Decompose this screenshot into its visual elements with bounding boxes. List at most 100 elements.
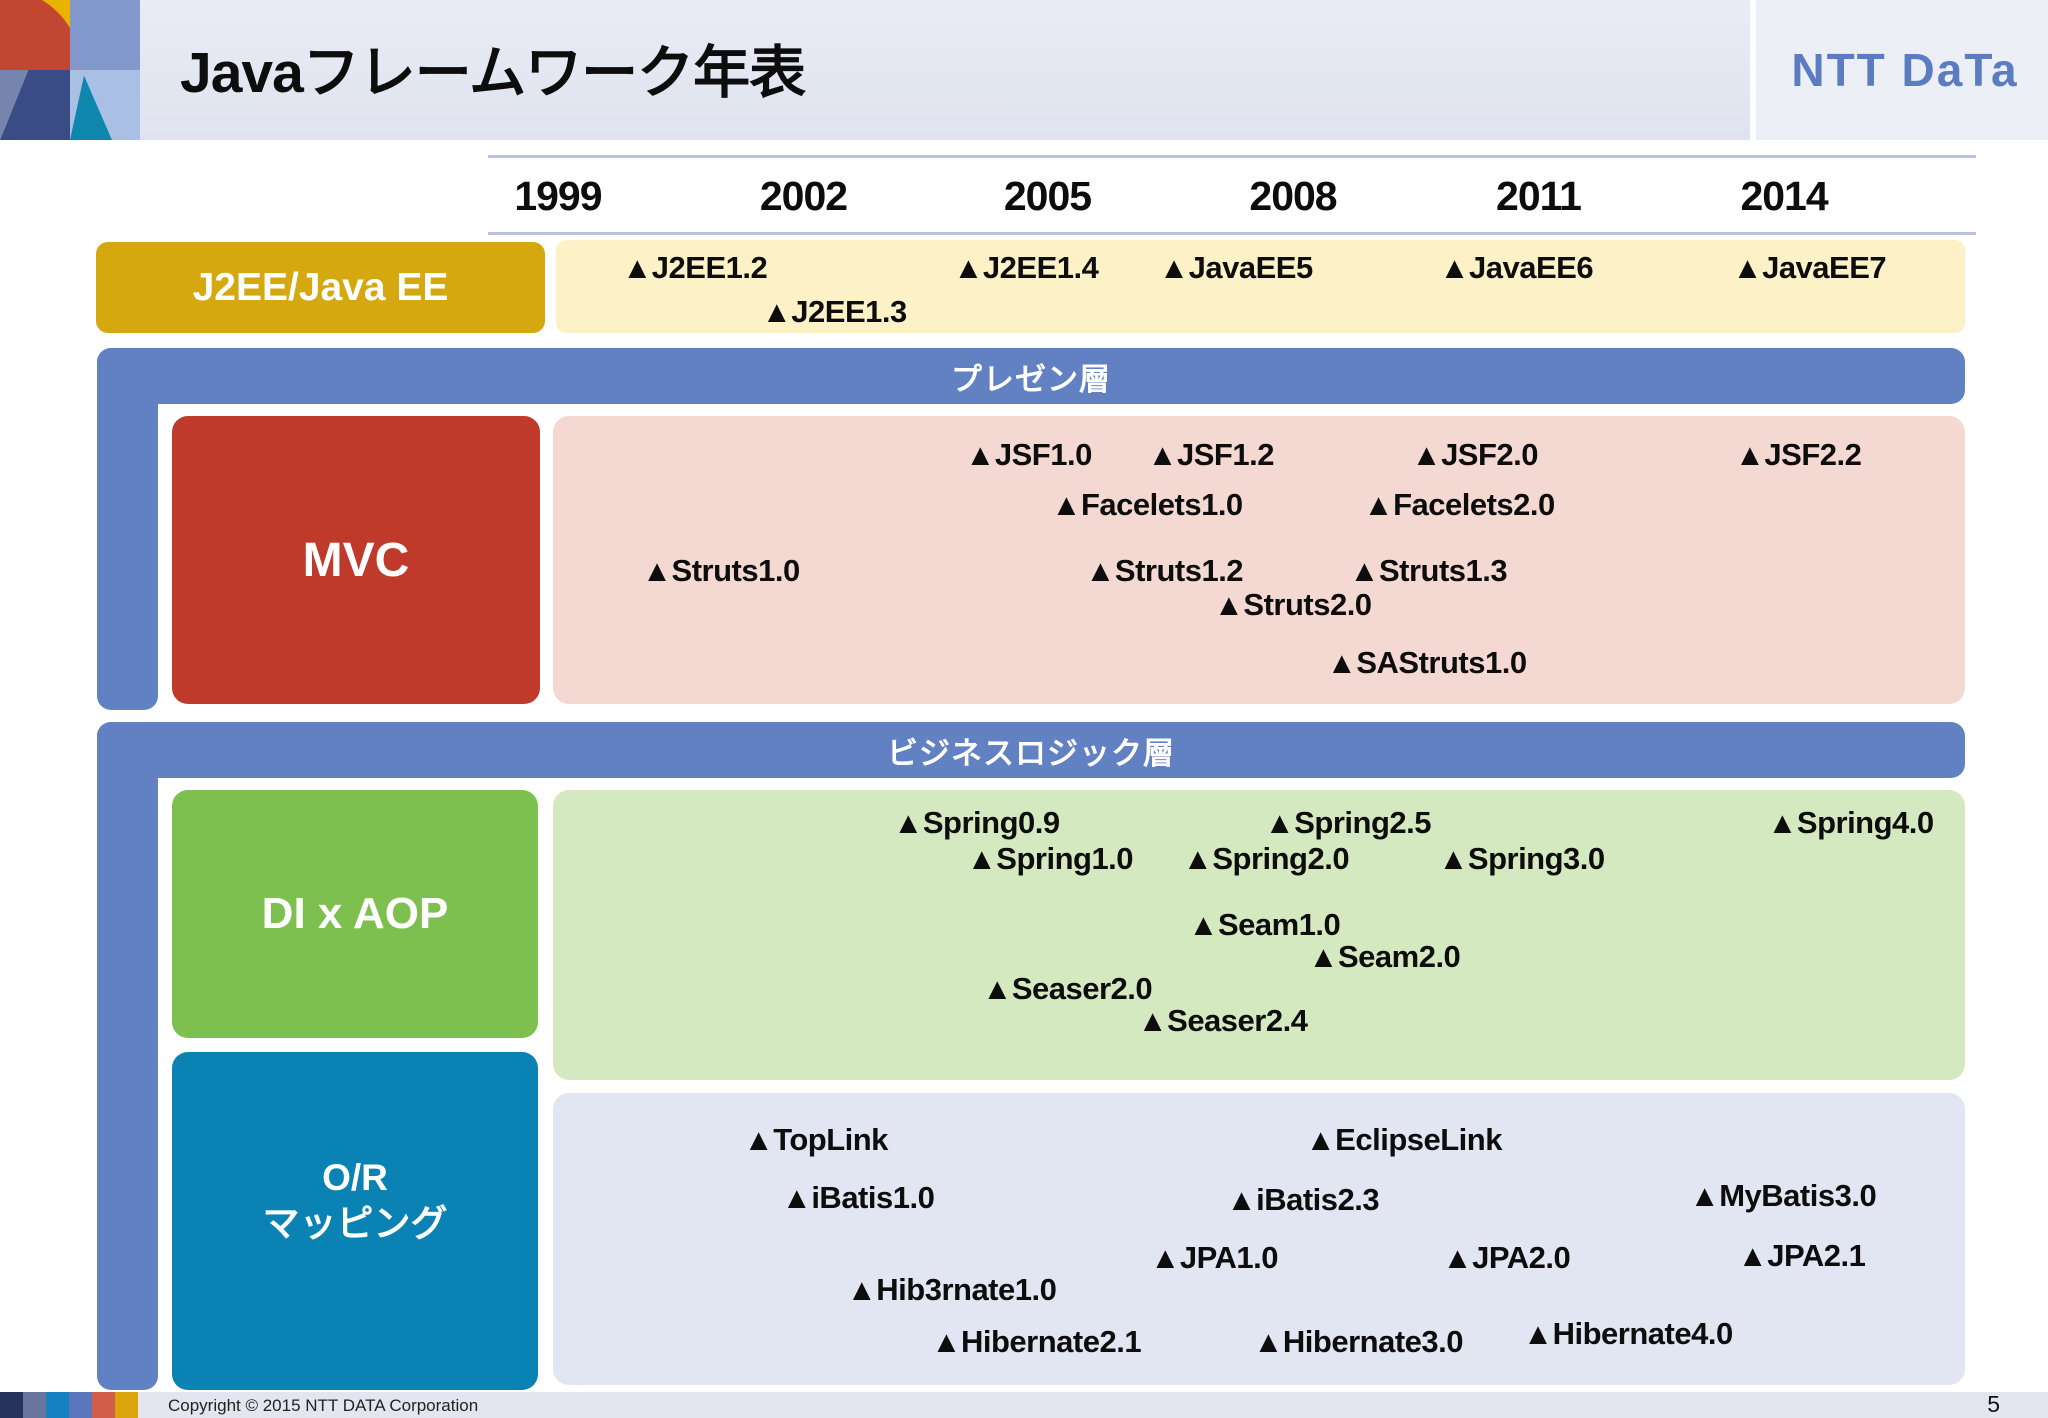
triangle-marker-icon: ▲ — [1523, 1317, 1553, 1351]
milestone-label: Spring0.9 — [922, 805, 1060, 840]
triangle-marker-icon: ▲ — [982, 972, 1012, 1006]
milestone-or-mapping: ▲Hib3rnate1.0 — [846, 1272, 1057, 1308]
milestone-label: JavaEE7 — [1762, 250, 1887, 285]
milestone-di-aop: ▲Seam1.0 — [1188, 907, 1341, 943]
triangle-marker-icon: ▲ — [1349, 554, 1379, 588]
business-layer-label: ビジネスロジック層 — [887, 735, 1175, 771]
milestone-or-mapping: ▲JPA2.0 — [1443, 1241, 1571, 1276]
milestone-j2ee: ▲JavaEE5 — [1159, 250, 1314, 286]
milestone-label: iBatis2.3 — [1256, 1182, 1380, 1217]
brand-panel: NTT DaTa — [1750, 0, 2048, 140]
triangle-marker-icon: ▲ — [1732, 251, 1763, 285]
milestone-di-aop: ▲Seam2.0 — [1308, 940, 1460, 975]
milestone-label: Seam1.0 — [1217, 907, 1341, 942]
or-mapping-label-line1: O/R — [322, 1157, 388, 1198]
footer-color-square — [92, 1392, 115, 1418]
milestone-label: Spring1.0 — [996, 841, 1134, 876]
milestone-label: JSF1.2 — [1177, 437, 1274, 472]
triangle-marker-icon: ▲ — [1308, 940, 1338, 974]
milestone-label: Seaser2.4 — [1167, 1003, 1308, 1038]
triangle-marker-icon: ▲ — [1182, 842, 1213, 876]
footer-color-square — [69, 1392, 92, 1418]
milestone-label: JPA1.0 — [1179, 1240, 1279, 1275]
footer-color-square — [115, 1392, 138, 1418]
milestone-j2ee: ▲J2EE1.4 — [953, 251, 1099, 286]
milestone-or-mapping: ▲Hibernate3.0 — [1253, 1325, 1463, 1360]
milestone-or-mapping: ▲iBatis2.3 — [1226, 1182, 1380, 1218]
year-label: 2008 — [1249, 173, 1337, 219]
triangle-marker-icon: ▲ — [1767, 806, 1797, 840]
milestone-label: Hib3rnate1.0 — [876, 1272, 1057, 1307]
corner-logo-decoration-icon — [0, 0, 140, 140]
milestone-mvc: ▲Struts2.0 — [1213, 587, 1372, 623]
j2ee-track: ▲J2EE1.2▲J2EE1.4▲JavaEE5▲JavaEE6▲JavaEE7… — [556, 240, 1965, 333]
milestone-or-mapping: ▲JPA2.1 — [1737, 1239, 1866, 1274]
triangle-marker-icon: ▲ — [931, 1325, 961, 1359]
milestone-di-aop: ▲Spring2.5 — [1264, 806, 1432, 841]
triangle-marker-icon: ▲ — [893, 806, 923, 840]
triangle-marker-icon: ▲ — [1213, 588, 1244, 622]
milestone-mvc: ▲SAStruts1.0 — [1327, 646, 1527, 681]
milestone-mvc: ▲Facelets1.0 — [1051, 488, 1243, 523]
page-number: 5 — [1987, 1391, 2000, 1417]
milestone-label: Seaser2.0 — [1011, 971, 1153, 1006]
milestone-label: iBatis1.0 — [811, 1180, 935, 1215]
deco-quadrant-navy — [0, 70, 70, 140]
footer-bar: Copyright © 2015 NTT DATA Corporation 5 — [0, 1391, 2048, 1418]
triangle-marker-icon: ▲ — [1689, 1179, 1720, 1213]
triangle-marker-icon: ▲ — [1264, 806, 1295, 840]
milestone-mvc: ▲Facelets2.0 — [1363, 487, 1555, 523]
triangle-marker-icon: ▲ — [1150, 1241, 1180, 1275]
milestone-label: Struts2.0 — [1243, 587, 1372, 622]
mvc-category-label: MVC — [172, 416, 540, 704]
milestone-or-mapping: ▲MyBatis3.0 — [1689, 1179, 1877, 1214]
triangle-marker-icon: ▲ — [953, 251, 983, 285]
milestone-or-mapping: ▲TopLink — [744, 1123, 889, 1158]
mvc-track: ▲JSF1.0▲JSF1.2▲JSF2.0▲JSF2.2▲Facelets1.0… — [553, 416, 1965, 704]
title-bar: Javaフレームワーク年表 NTT DaTa — [0, 0, 2048, 140]
milestone-mvc: ▲JSF2.2 — [1735, 438, 1862, 473]
triangle-marker-icon: ▲ — [965, 438, 995, 472]
ntt-data-logo: NTT DaTa — [1791, 44, 2019, 96]
di-aop-track: ▲Spring0.9▲Spring2.5▲Spring4.0▲Spring1.0… — [553, 790, 1965, 1080]
milestone-label: Hibernate2.1 — [960, 1324, 1142, 1359]
triangle-marker-icon: ▲ — [641, 554, 672, 588]
or-mapping-label-line2: マッピング — [262, 1203, 448, 1244]
or-mapping-track: ▲TopLink▲EclipseLink▲iBatis1.0▲iBatis2.3… — [553, 1093, 1965, 1385]
footer-color-square — [46, 1392, 69, 1418]
milestone-or-mapping: ▲JPA1.0 — [1150, 1240, 1279, 1276]
year-label: 1999 — [514, 173, 602, 219]
triangle-marker-icon: ▲ — [1363, 488, 1394, 522]
di-aop-category-label: DI x AOP — [172, 790, 538, 1038]
milestone-label: Struts1.2 — [1114, 553, 1244, 588]
milestone-di-aop: ▲Spring1.0 — [966, 841, 1134, 877]
milestone-label: Spring4.0 — [1796, 805, 1934, 840]
milestone-di-aop: ▲Seaser2.4 — [1137, 1003, 1308, 1039]
triangle-marker-icon: ▲ — [1253, 1325, 1283, 1359]
triangle-marker-icon: ▲ — [781, 1181, 812, 1215]
triangle-marker-icon: ▲ — [1085, 554, 1115, 588]
triangle-marker-icon: ▲ — [846, 1273, 877, 1307]
milestone-label: JSF1.0 — [994, 437, 1092, 472]
deco-quadrant-lightblue — [70, 70, 140, 140]
triangle-marker-icon: ▲ — [1137, 1004, 1168, 1038]
year-label: 2005 — [1003, 173, 1092, 219]
milestone-label: Facelets2.0 — [1393, 487, 1555, 522]
milestone-label: Struts1.3 — [1378, 553, 1508, 588]
triangle-marker-icon: ▲ — [1188, 908, 1218, 942]
triangle-marker-icon: ▲ — [1737, 1239, 1768, 1273]
milestone-or-mapping: ▲Hibernate4.0 — [1523, 1317, 1733, 1352]
business-layer-spine — [97, 722, 158, 1390]
triangle-marker-icon: ▲ — [1226, 1183, 1257, 1217]
business-layer-band: ビジネスロジック層 — [97, 722, 1965, 778]
presentation-layer-spine — [97, 348, 158, 710]
triangle-marker-icon: ▲ — [761, 295, 792, 329]
milestone-label: Struts1.0 — [671, 553, 801, 588]
triangle-marker-icon: ▲ — [1305, 1123, 1336, 1157]
milestone-label: JavaEE5 — [1188, 250, 1314, 285]
milestone-di-aop: ▲Spring2.0 — [1182, 842, 1350, 877]
triangle-marker-icon: ▲ — [966, 842, 997, 876]
year-label: 2011 — [1496, 173, 1582, 219]
milestone-label: J2EE1.3 — [791, 294, 907, 329]
page-title: Javaフレームワーク年表 — [180, 41, 806, 105]
